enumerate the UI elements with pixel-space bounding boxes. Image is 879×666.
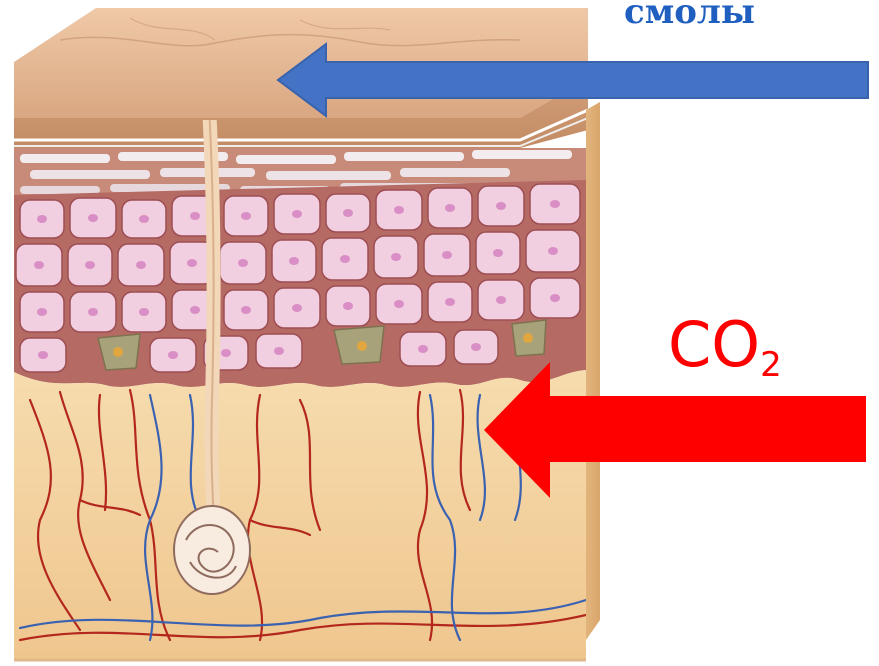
sweat-gland <box>174 506 250 594</box>
co2-label-subscript: 2 <box>760 345 782 385</box>
hair-follicle <box>206 60 214 530</box>
block-side <box>586 102 600 640</box>
co2-label: CO2 <box>668 308 782 381</box>
bottom-arrow <box>484 362 866 498</box>
co2-label-main: CO <box>668 308 760 381</box>
skin-cross-section <box>14 60 586 660</box>
top-label: смолы <box>624 0 755 32</box>
